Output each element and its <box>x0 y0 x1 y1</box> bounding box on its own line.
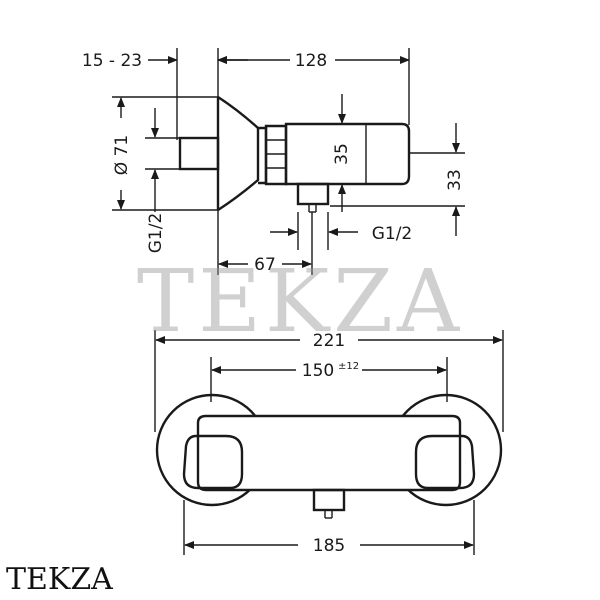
dim-15-23-label: 15 - 23 <box>82 51 142 71</box>
side-view: 15 - 23 128 Ø 71 G1/2 <box>82 48 465 275</box>
dim-67-label: 67 <box>254 255 276 275</box>
outlet-fitting <box>296 182 330 206</box>
hex-nut <box>264 124 288 186</box>
dim-185-label: 185 <box>313 536 345 556</box>
right-handle <box>414 434 476 490</box>
dim-221-label: 221 <box>313 331 345 351</box>
dim-150-tolerance: ±12 <box>338 361 359 372</box>
mixer-body <box>284 122 411 186</box>
dim-128-label: 128 <box>295 51 327 71</box>
bottom-outlet <box>312 488 346 512</box>
dim-35-label: 35 <box>332 143 352 165</box>
front-view: 221 150 ±12 185 <box>154 330 504 556</box>
escutcheon-bell <box>216 95 260 212</box>
left-handle <box>182 434 244 490</box>
dim-g12-left-label: G1/2 <box>146 213 166 254</box>
brand-logo-text: TEKZA <box>6 562 113 597</box>
dim-150-label: 150 <box>302 361 334 381</box>
mixer-body-front <box>196 414 462 492</box>
dim-d71-label: Ø 71 <box>112 135 132 175</box>
watermark-text: TEKZA <box>136 252 464 352</box>
wall-pipe-stub <box>178 136 220 171</box>
dim-33-label: 33 <box>445 169 465 191</box>
dim-g12-outlet-label: G1/2 <box>372 224 413 244</box>
